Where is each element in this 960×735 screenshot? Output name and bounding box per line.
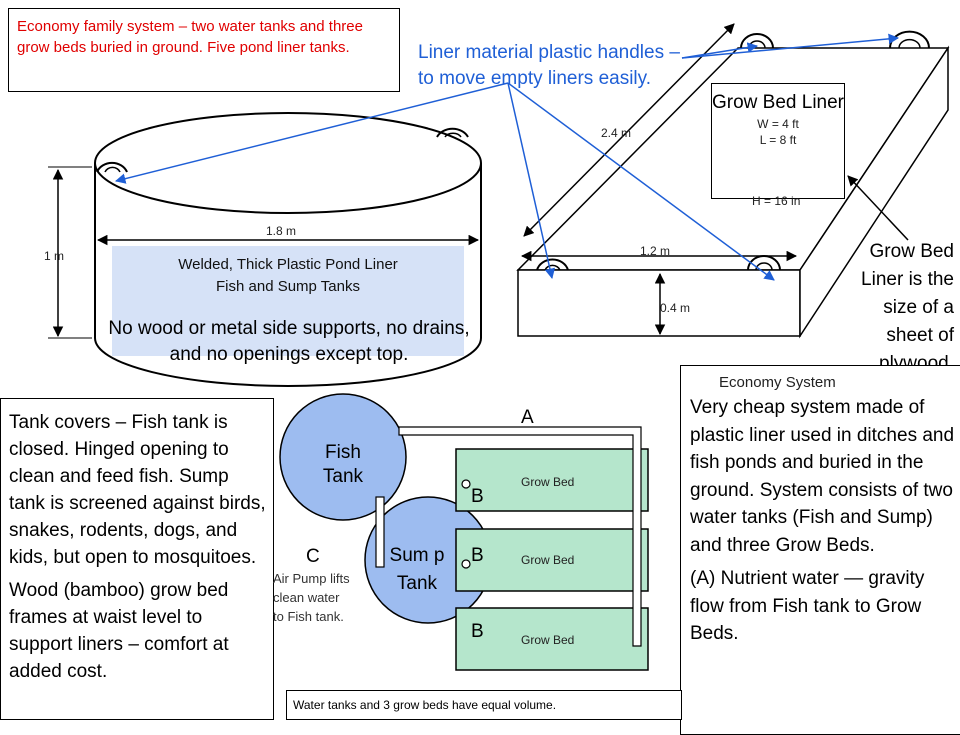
tank-label-band — [112, 246, 464, 356]
label-b-3: B — [471, 621, 484, 642]
economy-system-text: Economy System Very cheap system made of… — [680, 365, 960, 735]
label-b-1: B — [471, 486, 484, 507]
tank-height-label: 1 m — [44, 249, 65, 263]
grow-bed-1-label: Grow Bed — [521, 475, 575, 489]
grow-bed-depth-m: 0.4 m — [660, 301, 691, 315]
equal-volume-note: Water tanks and 3 grow beds have equal v… — [286, 690, 682, 720]
grow-bed-height: H = 16 in — [752, 194, 801, 208]
grow-bed-width-m: 1.2 m — [640, 244, 671, 258]
grow-bed-liner-title: Grow Bed Liner — [712, 92, 845, 113]
tank-diameter-label: 1.8 m — [266, 224, 297, 238]
tank-note: No wood or metal side supports, no drain… — [108, 318, 470, 365]
gravity-flow-paragraph: (A) Nutrient water — gravity flow from F… — [690, 568, 925, 644]
grow-bed-2-label: Grow Bed — [521, 553, 575, 567]
label-c: C — [306, 546, 320, 567]
tank-covers-paragraph: Tank covers – Fish tank is closed. Hinge… — [9, 412, 266, 568]
tank-subtitle: Welded, Thick Plastic Pond Liner Fish an… — [178, 256, 398, 295]
bed-frames-paragraph: Wood (bamboo) grow bed frames at waist l… — [9, 580, 229, 682]
sump-tank-label: Sum p Tank — [389, 545, 445, 594]
economy-system-paragraph: Very cheap system made of plastic liner … — [690, 397, 955, 556]
grow-bed-liner-label: Grow Bed Liner W = 4 ft L = 8 ft — [711, 83, 845, 199]
header-note: Economy family system – two water tanks … — [8, 8, 400, 92]
air-pump-note: Air Pump lifts clean water to Fish tank. — [273, 571, 350, 624]
label-b-2: B — [471, 545, 484, 566]
grow-bed-length-m: 2.4 m — [601, 126, 632, 140]
grow-bed-3-label: Grow Bed — [521, 633, 575, 647]
fish-tank-label: Fish Tank — [322, 442, 364, 487]
tank-covers-text: Tank covers – Fish tank is closed. Hinge… — [0, 398, 274, 720]
grow-bed-length: L = 8 ft — [759, 133, 797, 147]
handles-note: Liner material plastic handles – to move… — [418, 42, 680, 89]
handle-pointer-arrows — [114, 33, 900, 281]
grow-bed-width: W = 4 ft — [757, 117, 799, 131]
label-a: A — [521, 407, 534, 428]
system-schematic — [279, 393, 649, 671]
grow-bed-liner-note: Grow Bed Liner is the size of a sheet of… — [861, 241, 954, 374]
economy-system-title: Economy System — [719, 374, 836, 391]
